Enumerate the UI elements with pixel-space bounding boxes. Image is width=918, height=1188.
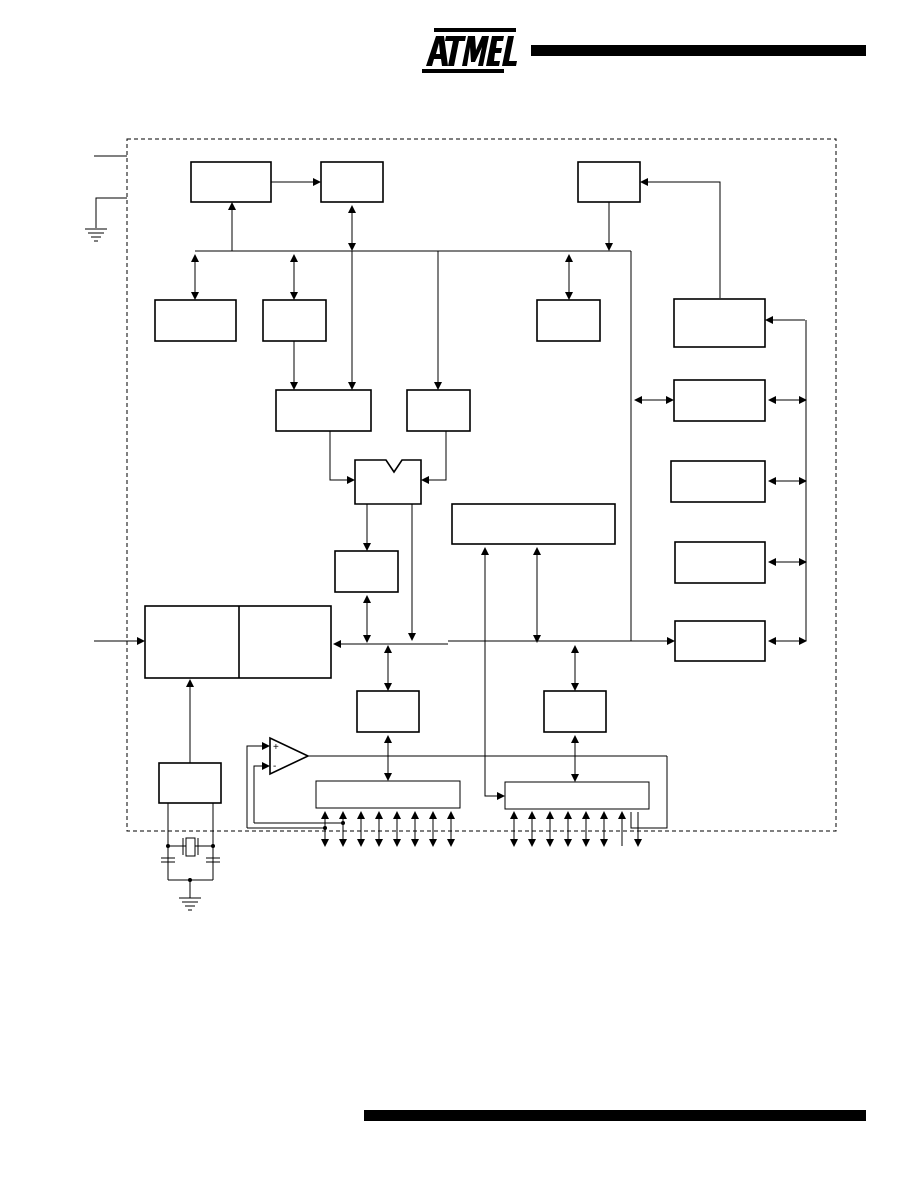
block-port-b-ctrl bbox=[543, 690, 607, 733]
block-right-2 bbox=[673, 379, 766, 422]
block-control bbox=[144, 605, 332, 679]
block-row2-c bbox=[536, 299, 601, 342]
analog-comparator: + - bbox=[246, 736, 668, 830]
header-rule bbox=[531, 45, 866, 56]
port-a-pin-arrows bbox=[321, 811, 455, 847]
alu-block bbox=[354, 459, 422, 505]
crystal-circuit bbox=[161, 803, 220, 898]
svg-text:-: - bbox=[273, 761, 276, 772]
block-row2-b bbox=[262, 299, 327, 342]
atmel-logo bbox=[422, 28, 518, 74]
block-right-4 bbox=[674, 541, 766, 584]
atmel-logo-mark bbox=[422, 28, 517, 73]
block-right-5 bbox=[674, 620, 766, 662]
port-b-pin-arrows bbox=[510, 811, 642, 847]
svg-text:+: + bbox=[273, 742, 279, 753]
block-top-left bbox=[190, 161, 272, 203]
port-a-pins bbox=[315, 780, 461, 809]
block-row2-a bbox=[154, 299, 237, 342]
block-alu-out bbox=[334, 550, 399, 593]
block-top-middle bbox=[320, 161, 384, 203]
block-top-right bbox=[577, 161, 641, 203]
block-row3-a bbox=[275, 389, 372, 432]
gnd-symbol-bottom bbox=[179, 897, 201, 911]
gnd-symbol-top bbox=[85, 197, 127, 242]
block-oscillator bbox=[158, 762, 222, 804]
block-right-3 bbox=[670, 460, 766, 503]
block-row3-b bbox=[406, 389, 471, 432]
block-wide bbox=[451, 503, 616, 545]
block-right-1 bbox=[673, 298, 766, 348]
footer-rule bbox=[364, 1110, 866, 1121]
block-port-a-ctrl bbox=[356, 690, 420, 733]
port-b-pins bbox=[504, 781, 650, 810]
